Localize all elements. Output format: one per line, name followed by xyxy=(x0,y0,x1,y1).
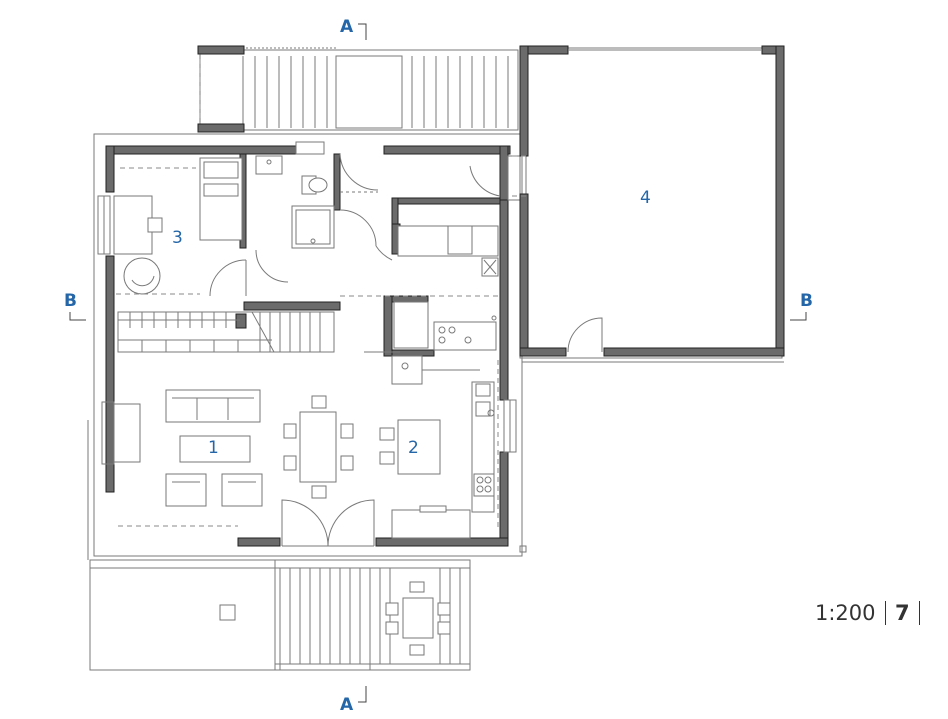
upper-terrace xyxy=(199,47,519,131)
section-marker-a-bottom: A xyxy=(340,686,367,715)
room-label-2: 2 xyxy=(408,438,419,458)
bedroom-furniture xyxy=(113,157,243,295)
scale-footer: 1:200 7 xyxy=(815,600,929,626)
section-b-right-label: B xyxy=(800,291,813,311)
service-room-fixtures xyxy=(340,225,500,385)
outdoor-table-set xyxy=(385,581,451,656)
lower-terrace xyxy=(89,559,471,671)
bathroom-fixtures xyxy=(255,155,335,249)
page-number: 7 xyxy=(895,601,910,625)
kitchen-furniture xyxy=(379,360,499,539)
doors xyxy=(209,153,501,547)
section-marker-b-right: B xyxy=(790,291,813,321)
terrace-wall-bottom xyxy=(197,123,245,133)
windows xyxy=(97,141,527,465)
section-a-top-label: A xyxy=(340,17,354,37)
scale-text: 1:200 xyxy=(815,601,876,625)
terrace-wall-top xyxy=(197,45,245,55)
section-a-bottom-label: A xyxy=(340,695,354,715)
corner-marker xyxy=(519,545,527,553)
garage xyxy=(512,45,785,363)
room-label-1: 1 xyxy=(208,438,219,458)
house-walls xyxy=(105,145,511,547)
separator-bar xyxy=(884,601,887,625)
room-label-4: 4 xyxy=(640,188,651,208)
separator-bar-end xyxy=(918,601,921,625)
section-marker-a-top: A xyxy=(340,17,367,40)
dining-set xyxy=(283,395,354,499)
section-marker-b-left: B xyxy=(64,291,86,321)
section-b-left-label: B xyxy=(64,291,77,311)
living-furniture xyxy=(113,389,263,527)
staircase xyxy=(117,311,400,353)
room-label-3: 3 xyxy=(172,228,183,248)
